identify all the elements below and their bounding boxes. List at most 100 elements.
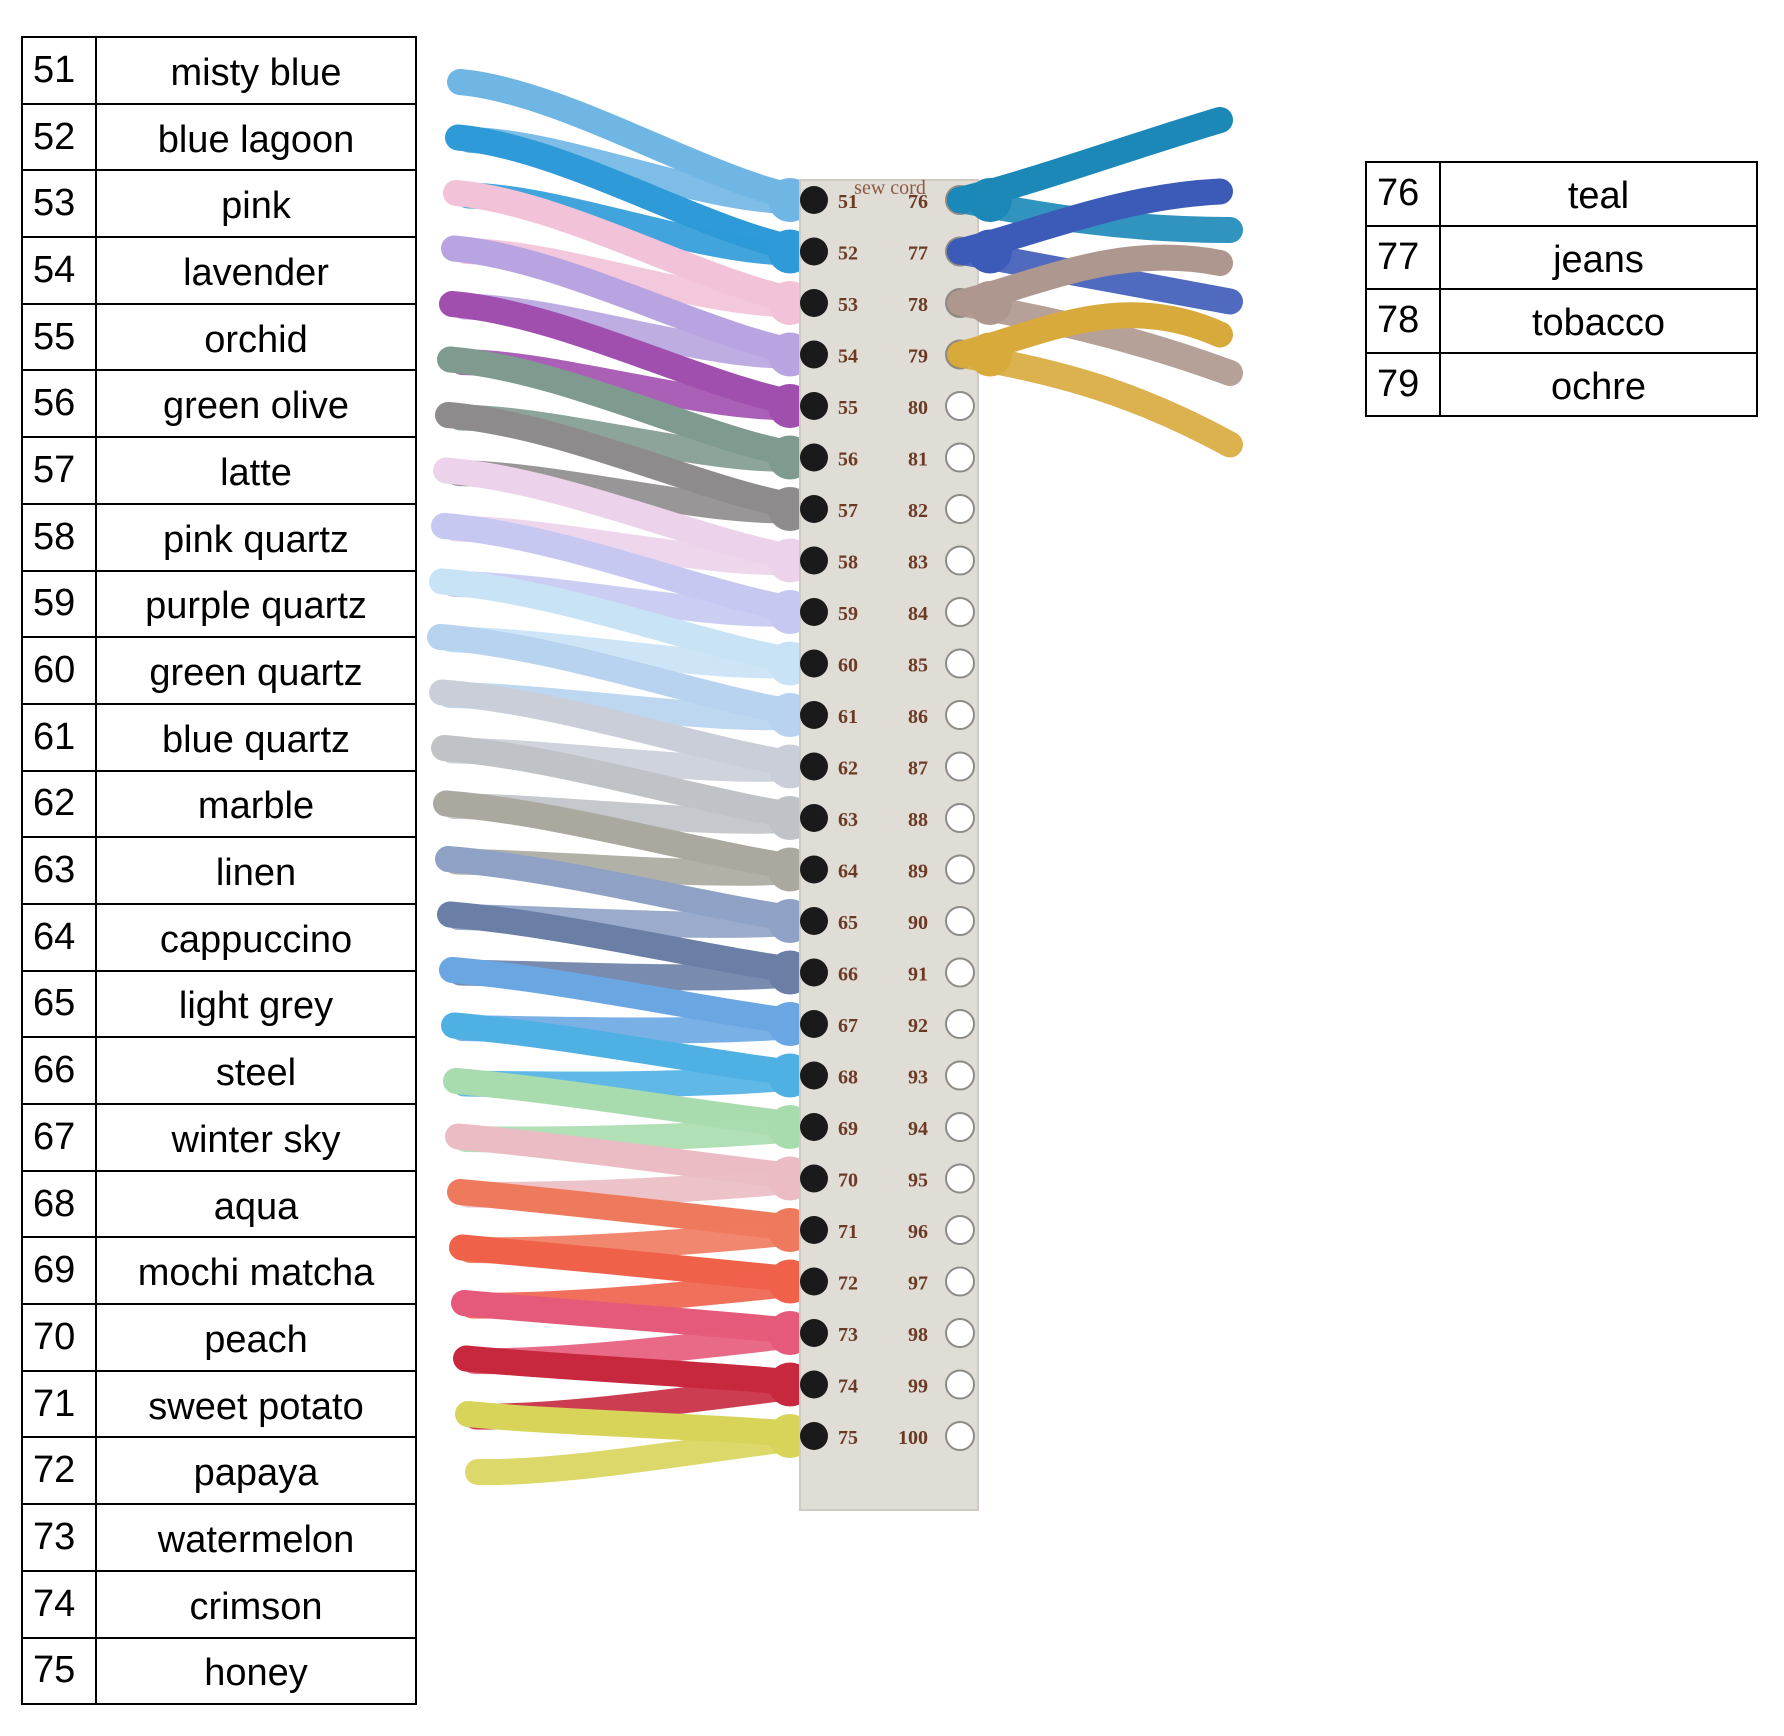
color-name: blue lagoon <box>95 102 417 172</box>
board-hole <box>945 906 975 936</box>
board-number-right: 97 <box>908 1273 928 1295</box>
color-number: 71 <box>21 1369 97 1439</box>
board-hole <box>800 1164 828 1193</box>
color-number: 58 <box>21 502 97 572</box>
board-hole <box>800 907 828 935</box>
color-name: marble <box>95 769 417 839</box>
cord-knot <box>968 229 1012 274</box>
board-hole <box>945 1266 975 1297</box>
board-hole <box>800 1267 828 1296</box>
board-number-left: 68 <box>838 1067 858 1089</box>
board-hole <box>945 957 975 988</box>
board-hole <box>945 545 975 576</box>
color-number: 69 <box>21 1236 97 1306</box>
board-number-left: 58 <box>838 552 858 574</box>
board-hole <box>800 1319 828 1347</box>
board-hole <box>945 1369 975 1400</box>
board-hole <box>945 1060 975 1091</box>
color-number: 62 <box>21 769 97 839</box>
board-hole <box>800 340 828 369</box>
board-number-right: 100 <box>898 1427 928 1449</box>
board-label: sew cord <box>854 177 926 199</box>
board-number-right: 77 <box>908 243 928 265</box>
board-number-left: 71 <box>838 1221 858 1243</box>
color-name: tobacco <box>1439 288 1758 354</box>
board-number-left: 65 <box>838 912 858 934</box>
board-hole <box>800 443 828 472</box>
color-name: purple quartz <box>95 569 417 639</box>
cord-knot <box>968 332 1012 377</box>
color-number: 65 <box>21 969 97 1039</box>
cord-sample-right <box>947 302 1243 458</box>
wooden-board <box>799 179 979 1511</box>
board-number-right: 87 <box>908 758 928 780</box>
board-hole <box>945 391 975 421</box>
color-number: 52 <box>21 102 97 172</box>
board-hole <box>800 1010 828 1038</box>
color-number: 63 <box>21 836 97 905</box>
board-number-right: 83 <box>908 552 928 574</box>
board-hole <box>945 1215 975 1245</box>
color-number: 67 <box>21 1103 97 1172</box>
board-number-right: 94 <box>908 1118 928 1140</box>
board-hole <box>800 495 828 523</box>
color-number: 75 <box>21 1636 97 1706</box>
board-number-right: 79 <box>908 346 928 368</box>
color-number: 73 <box>21 1503 97 1572</box>
color-name: light grey <box>95 969 417 1039</box>
color-name: misty blue <box>95 36 417 105</box>
board-number-left: 52 <box>838 243 858 265</box>
color-name: latte <box>95 436 417 505</box>
color-number: 78 <box>1365 288 1441 354</box>
color-name: crimson <box>95 1569 417 1639</box>
color-name: sweet potato <box>95 1369 417 1439</box>
board-number-right: 85 <box>908 655 928 677</box>
board-number-left: 70 <box>838 1170 858 1192</box>
board-number-right: 91 <box>908 964 928 986</box>
board-hole <box>800 237 828 266</box>
board-number-right: 86 <box>908 706 928 728</box>
board-hole <box>800 392 828 420</box>
color-number: 51 <box>21 36 97 105</box>
color-name: jeans <box>1439 224 1758 290</box>
color-name: pink <box>95 169 417 239</box>
board-number-right: 81 <box>908 449 928 471</box>
board-hole <box>800 855 828 884</box>
board-number-left: 63 <box>838 809 858 831</box>
board-hole <box>945 1421 975 1451</box>
board-hole <box>800 1113 828 1141</box>
color-number: 64 <box>21 902 97 972</box>
board-hole <box>800 804 828 832</box>
cord-strand <box>465 1423 827 1486</box>
color-name: honey <box>95 1636 417 1706</box>
board-hole <box>945 803 975 833</box>
board-number-left: 67 <box>838 1015 858 1037</box>
color-name: winter sky <box>95 1103 417 1172</box>
color-number: 54 <box>21 236 97 305</box>
color-name: papaya <box>95 1436 417 1506</box>
color-name: ochre <box>1439 351 1758 417</box>
board-number-left: 69 <box>838 1118 858 1140</box>
board-hole <box>945 1009 975 1039</box>
board-hole <box>800 752 828 781</box>
board-hole <box>945 854 975 885</box>
color-name: cappuccino <box>95 902 417 972</box>
board-hole <box>800 1216 828 1244</box>
board-number-right: 96 <box>908 1221 928 1243</box>
board-number-right: 92 <box>908 1015 928 1037</box>
board-number-right: 95 <box>908 1170 928 1192</box>
color-name: green quartz <box>95 636 417 705</box>
color-number: 55 <box>21 302 97 372</box>
